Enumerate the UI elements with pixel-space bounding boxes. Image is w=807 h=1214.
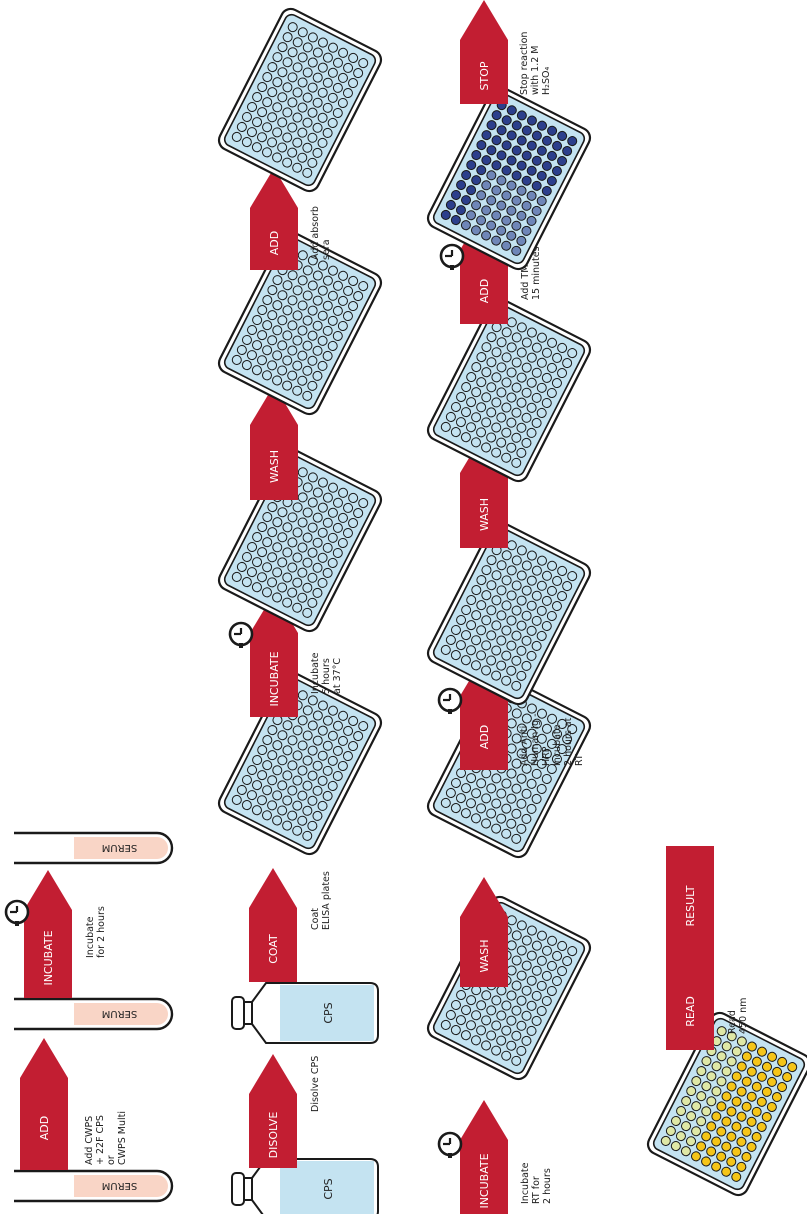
step-label-line: Add absorb [310, 206, 321, 260]
tube-label: SERUM [102, 1008, 138, 1019]
elisa-plate [425, 519, 594, 708]
step-label: Add absorbsera [310, 206, 332, 260]
step-label-line: H₂SO₄ [541, 67, 552, 95]
elisa-plate [216, 446, 385, 635]
step-label-line: ELISA plates [321, 871, 332, 930]
arrow-label: INCUBATE [268, 651, 281, 706]
arrow-label: ADD [478, 279, 491, 303]
arrow-shape [20, 1038, 68, 1170]
step-label-line: RT [574, 754, 585, 766]
elisa-plate [425, 894, 594, 1083]
vial-label: CPS [322, 1178, 335, 1199]
clock-button [448, 1153, 452, 1158]
incubate-arrow: INCUBATE [24, 870, 72, 998]
step-label-line: Coat [310, 908, 321, 930]
stop-arrow: STOP [460, 0, 508, 104]
cps-vial: CPS [232, 983, 378, 1043]
serum-tube: SERUM [14, 999, 172, 1029]
elisa-plate [425, 296, 594, 485]
arrow-label: WASH [268, 450, 281, 483]
step-label-line: Stop reaction [519, 32, 530, 95]
step-label-line: 450 nm [738, 998, 749, 1034]
elisa-plate [216, 6, 385, 195]
step-label: CoatELISA plates [310, 871, 332, 930]
clock-button [239, 643, 243, 648]
wash-arrow: WASH [460, 877, 508, 987]
step-label-line: 2 hours [542, 1168, 553, 1204]
arrow-label: ADD [268, 231, 281, 255]
clock-button [15, 921, 19, 926]
step-label-line: Human Ig - [530, 713, 541, 766]
arrow-label: STOP [478, 61, 491, 90]
step-label-line: Incubate [85, 916, 96, 958]
step-label-line: at 37°C [332, 658, 343, 694]
clock-button [450, 265, 454, 270]
step-label-line: 5 hours [321, 658, 332, 694]
arrow-label: READ [684, 996, 697, 1027]
result-label: RESULT [684, 885, 697, 926]
clock-icon [439, 1133, 461, 1158]
step-label-line: Read [727, 1010, 738, 1034]
arrow-label: ADD [478, 725, 491, 749]
arrow-label: INCUBATE [478, 1153, 491, 1208]
vial-neck [244, 1178, 252, 1200]
step-label-line: Incubate [552, 724, 563, 766]
step-label-line: or [106, 1155, 117, 1165]
step-label-line: HRP. [541, 745, 552, 766]
arrow-label: ADD [38, 1116, 51, 1140]
incubate-arrow: INCUBATE [460, 1100, 508, 1214]
step-label: Read450 nm [727, 998, 749, 1034]
serum-tube: SERUM [14, 1171, 172, 1201]
step-label: Stop reactionwith 1.2 MH₂SO₄ [519, 32, 552, 95]
clock-icon [230, 623, 252, 648]
tube-label: SERUM [102, 1180, 138, 1191]
clock-button [448, 709, 452, 714]
step-label-line: for 2 hours [96, 906, 107, 958]
elisa-plate [216, 669, 385, 858]
arrow-label: COAT [267, 934, 280, 964]
step-label-line: CWPS Multi [117, 1111, 128, 1165]
vial-cap [232, 1173, 244, 1205]
arrow-shape [249, 868, 297, 982]
step-label-line: Add Anti [519, 726, 530, 766]
step-label: Disolve CPS [310, 1056, 321, 1112]
step-label-line: Incubate [310, 652, 321, 694]
step-label: Add CWPS+ 22F CPSorCWPS Multi [84, 1111, 128, 1165]
arrow-label: DISOLVE [267, 1112, 280, 1159]
disolve-arrow: DISOLVE [249, 1054, 297, 1168]
elisa-plate [216, 229, 385, 418]
tube-label: SERUM [102, 842, 138, 853]
vial-neck [244, 1002, 252, 1024]
coat-arrow: COAT [249, 868, 297, 982]
step-label-line: Add CWPS [84, 1116, 95, 1165]
add-arrow: ADD [20, 1038, 68, 1170]
arrow-label: WASH [478, 939, 491, 972]
step-label-line: + 22F CPS [95, 1115, 106, 1165]
clock-icon [441, 245, 463, 270]
step-label-line: with 1.2 M [530, 46, 541, 96]
step-label: IncubateRT for2 hours [520, 1162, 553, 1204]
step-label: Incubatefor 2 hours [85, 906, 107, 958]
step-label-line: RT for [531, 1176, 542, 1204]
arrow-label: INCUBATE [42, 930, 55, 985]
step-label-line: Disolve CPS [310, 1056, 321, 1112]
serum-tube: SERUM [14, 833, 172, 863]
vial-cap [232, 997, 244, 1029]
step-label-line: 2 hours at [563, 717, 574, 766]
step-label-line: Incubate [520, 1162, 531, 1204]
arrow-label: WASH [478, 498, 491, 531]
vial-label: CPS [322, 1002, 335, 1023]
step-label-line: sera [321, 239, 332, 260]
clock-icon [439, 689, 461, 714]
